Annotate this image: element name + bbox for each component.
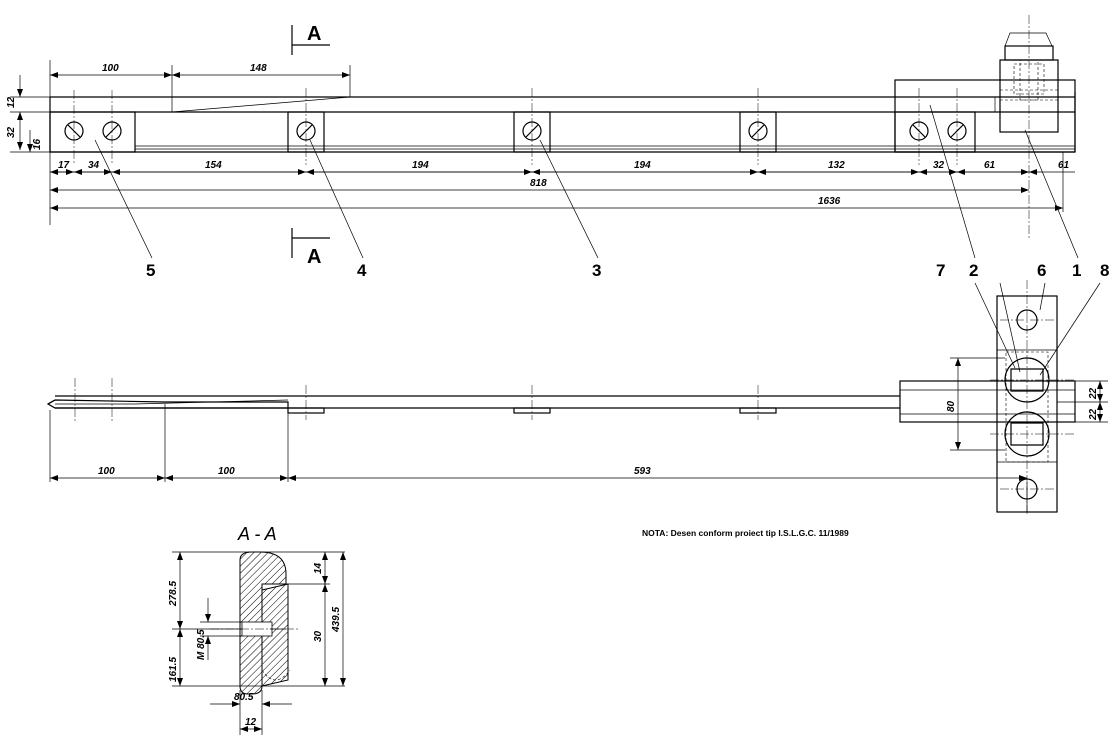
dim-side-22b: 22 (1088, 408, 1099, 421)
dim-16: 16 (32, 138, 43, 150)
section-title: A - A (237, 524, 277, 544)
section-mark-top: A (307, 23, 321, 45)
side-view: 100 100 593 80 22 22 7 6 8 (46, 261, 1109, 515)
dim-m80: M 80.5 (196, 629, 207, 660)
section-mark-bottom: A (307, 246, 321, 268)
dim-194a: 194 (412, 160, 429, 171)
dim-818: 818 (530, 178, 547, 189)
dim-12s: 12 (245, 717, 257, 728)
dim-1636: 1636 (818, 196, 841, 207)
callout-5: 5 (146, 261, 155, 280)
dim-161: 161.5 (168, 657, 179, 682)
top-view: A A 100 148 12 32 16 17 34 154 194 (6, 15, 1081, 280)
dim-61a: 61 (984, 160, 996, 171)
callout-2: 2 (969, 261, 978, 280)
dim-32b: 32 (933, 160, 945, 171)
dim-14: 14 (313, 562, 324, 574)
dim-154: 154 (205, 160, 222, 171)
callout-4: 4 (357, 261, 367, 280)
dim-side-80: 80 (946, 400, 957, 412)
dim-278: 278.5 (168, 581, 179, 607)
callout-7: 7 (936, 261, 945, 280)
dim-61b: 61 (1058, 160, 1070, 171)
dim-132: 132 (828, 160, 845, 171)
dim-30: 30 (313, 630, 324, 642)
dim-side-22a: 22 (1088, 387, 1099, 400)
dim-side-593: 593 (634, 466, 651, 477)
dim-805: 80.5 (234, 692, 254, 703)
section-a-a: A - A 278.5 161.5 M 80.5 14 30 439.5 80.… (168, 524, 346, 735)
dim-side-100b: 100 (218, 466, 235, 477)
dim-148: 148 (250, 63, 267, 74)
dim-100: 100 (102, 63, 119, 74)
callout-1: 1 (1072, 261, 1081, 280)
callout-3: 3 (592, 261, 601, 280)
dim-439: 439.5 (331, 607, 342, 633)
dim-32: 32 (6, 126, 17, 138)
dim-12: 12 (6, 96, 17, 108)
dim-194b: 194 (634, 160, 651, 171)
callout-8: 8 (1100, 261, 1109, 280)
dim-34: 34 (88, 160, 100, 171)
dim-17: 17 (58, 160, 70, 171)
drawing-note: NOTA: Desen conform proiect tip I.S.L.G.… (642, 528, 849, 538)
callout-6: 6 (1037, 261, 1046, 280)
dim-side-100a: 100 (98, 466, 115, 477)
